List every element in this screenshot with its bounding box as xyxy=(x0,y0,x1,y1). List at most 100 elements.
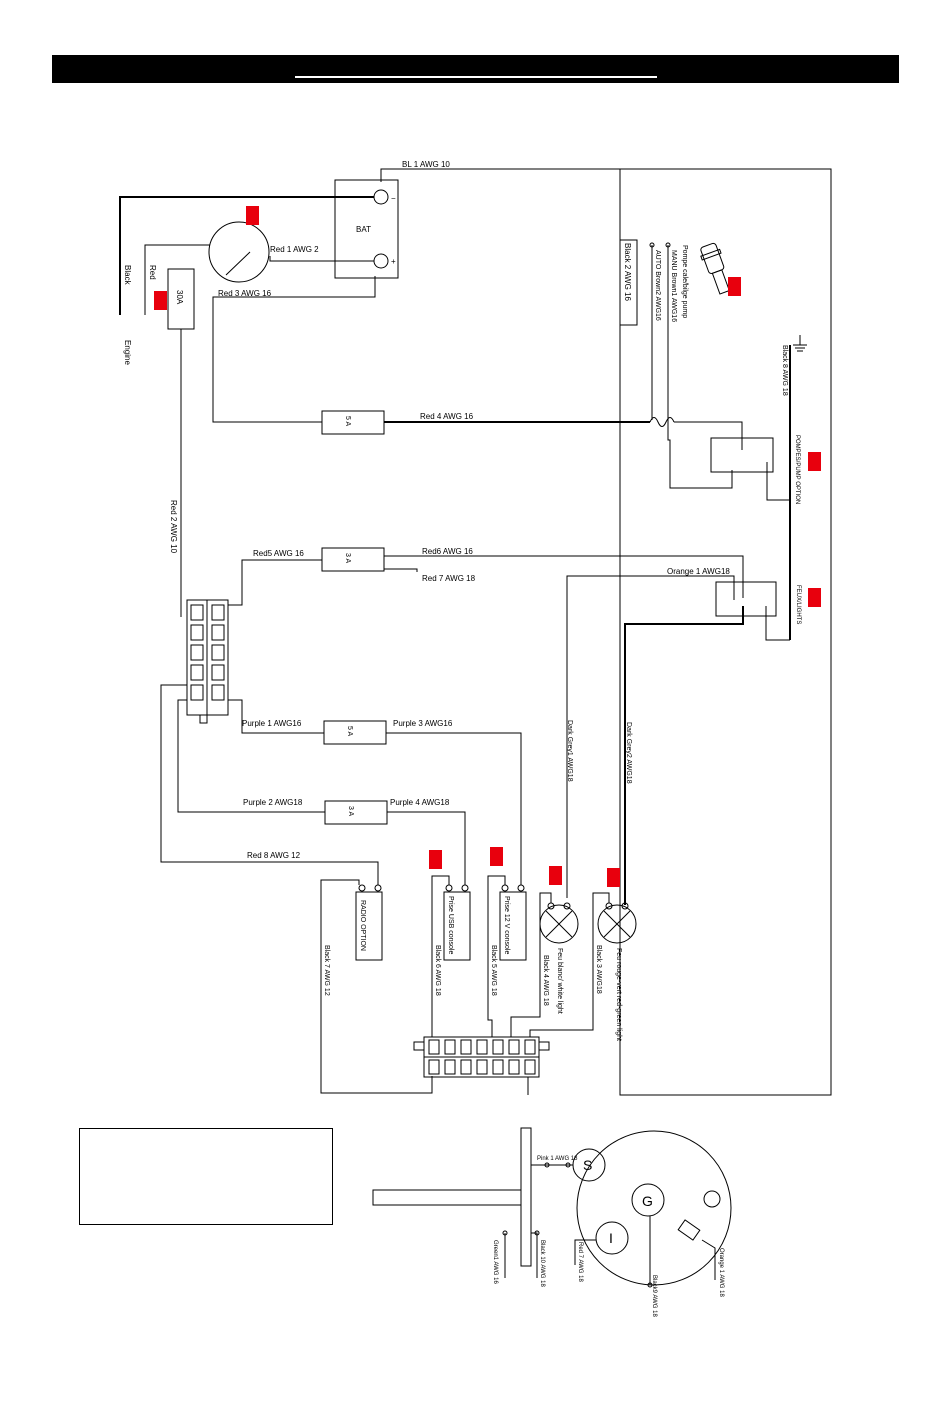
wire-red-engine xyxy=(144,244,210,315)
label-fuse3a-bottom: 3 A xyxy=(347,806,354,816)
battery-switch xyxy=(208,221,270,283)
notes-box xyxy=(79,1128,333,1225)
label-red2: Red 2 AWG 10 xyxy=(169,500,178,554)
label-key-s: S xyxy=(583,1157,592,1173)
label-red8: Red 8 AWG 12 xyxy=(247,851,301,860)
marker-pump-option xyxy=(808,452,821,471)
bus-terminals xyxy=(428,1039,536,1075)
wire-red4-end xyxy=(674,421,743,450)
label-engine: Engine xyxy=(123,340,132,365)
header-bar xyxy=(52,55,899,83)
label-plus: + xyxy=(391,257,396,266)
battery-switch-lever xyxy=(225,251,251,276)
wire-red8 xyxy=(160,684,379,885)
black2-label-box xyxy=(619,239,638,326)
label-auto-brown2: AUTO Brown2 AWG16 xyxy=(654,250,661,321)
label-black2: Black 2 AWG 16 xyxy=(623,243,632,302)
label-fuse3a-top: 3 A xyxy=(344,553,351,563)
label-pump: Pompe cale/bilge pump xyxy=(681,245,688,318)
frame-right xyxy=(619,168,832,1096)
terminal-orange xyxy=(677,1219,701,1241)
label-black10: Black 10 AWG 18 xyxy=(539,1240,545,1287)
label-red4: Red 4 AWG 16 xyxy=(420,412,474,421)
label-feu-rouge: Feu rouge-vert red-green light xyxy=(615,948,622,1041)
label-key-i: I xyxy=(609,1230,613,1246)
12v-socket-box xyxy=(499,891,527,961)
wire-red7b xyxy=(574,1239,596,1265)
wire-manu-brown xyxy=(667,245,733,489)
fuse-5a-bottom xyxy=(323,720,387,745)
marker-white-light xyxy=(549,866,562,885)
key-switch-shaft xyxy=(520,1127,532,1267)
label-purple1: Purple 1 AWG16 xyxy=(242,719,302,728)
label-fuse30: 30A xyxy=(175,290,184,305)
battery-positive-terminal xyxy=(373,253,389,269)
label-radio-option: RADIO OPTION xyxy=(359,900,366,951)
red-green-light-lamp xyxy=(597,904,637,944)
label-black4: Black 4 AWG 18 xyxy=(542,955,549,1006)
label-pink1: Pink 1 AWG 18 xyxy=(537,1156,578,1162)
label-orange1: Orange 1 AWG18 xyxy=(667,567,730,576)
wire-orange1 xyxy=(566,575,735,898)
label-purple3: Purple 3 AWG16 xyxy=(393,719,453,728)
marker-usb xyxy=(429,850,442,869)
wire-red5 xyxy=(228,559,322,606)
label-black6: Black 6 AWG 18 xyxy=(434,945,441,996)
wire-black3 xyxy=(529,892,610,1037)
label-bat: BAT xyxy=(356,225,371,234)
header-title-rule xyxy=(295,76,657,78)
fuse-3a-bottom xyxy=(324,800,388,825)
bilge-pump-icon xyxy=(700,242,730,295)
label-purple2: Purple 2 AWG18 xyxy=(243,798,303,807)
wire-red1 xyxy=(269,256,374,262)
wire-red7 xyxy=(384,568,418,572)
label-fuse5a-bottom: 5 A xyxy=(346,726,353,736)
auto-terminal xyxy=(649,242,655,248)
label-key-g: G xyxy=(642,1193,653,1209)
wire-red3 xyxy=(212,276,376,423)
label-bl1: BL 1 AWG 10 xyxy=(402,160,450,169)
marker-red-green-light xyxy=(607,868,620,887)
terminal-i xyxy=(595,1221,629,1255)
pump-option-switch xyxy=(710,437,774,473)
red-markers xyxy=(154,206,821,887)
marker-pump xyxy=(728,277,741,296)
label-manu-brown1: MANU Brown1 AWG16 xyxy=(670,250,677,322)
label-dark-grey2: Dark Grey2 AWG18 xyxy=(625,722,632,784)
label-orange1b: Orange 1 AWG 18 xyxy=(718,1248,724,1297)
key-switch-body xyxy=(372,1189,522,1206)
label-black5: Black 5 AWG 18 xyxy=(490,945,497,996)
label-red3: Red 3 AWG 16 xyxy=(218,289,272,298)
wire-purple4 xyxy=(387,811,466,885)
wire-dark-grey2 xyxy=(624,606,744,905)
terminal-g xyxy=(631,1183,665,1217)
wire-purple2 xyxy=(177,699,325,813)
label-minus: − xyxy=(391,194,396,203)
fuse-5a-top xyxy=(321,410,385,435)
wire-black10 xyxy=(531,1232,538,1278)
battery xyxy=(334,179,399,279)
label-black-engine: Black xyxy=(123,265,132,286)
label-red7b: Red 7 AWG 18 xyxy=(577,1242,583,1282)
label-prise-12v: Prise 12 V console xyxy=(503,896,510,954)
label-red6: Red6 AWG 16 xyxy=(422,547,473,556)
wire-purple3 xyxy=(386,732,522,885)
wire-bl1 xyxy=(380,168,620,182)
label-feux-lights: FEUX/LIGHTS xyxy=(795,585,801,624)
wire-pump-option-black xyxy=(766,462,790,501)
label-black9: Black9 AWG 18 xyxy=(651,1275,657,1317)
marker-lights xyxy=(808,588,821,607)
wire-black6 xyxy=(431,875,450,1037)
wire-red6 xyxy=(384,555,744,598)
wire-black5 xyxy=(487,875,506,1037)
label-red-engine: Red xyxy=(148,265,157,280)
label-black3: Black 3 AWG18 xyxy=(595,945,602,994)
wire-purple1 xyxy=(228,699,324,734)
label-red5: Red5 AWG 16 xyxy=(253,549,304,558)
wire-black-engine xyxy=(119,196,374,315)
wire-black4 xyxy=(510,892,552,1037)
label-pompe-option: POMPES/PUMP OPTION xyxy=(794,435,800,504)
wire-cross-hops xyxy=(649,417,675,427)
label-red7: Red 7 AWG 18 xyxy=(422,574,476,583)
label-prise-usb: Prise USB console xyxy=(447,896,454,954)
